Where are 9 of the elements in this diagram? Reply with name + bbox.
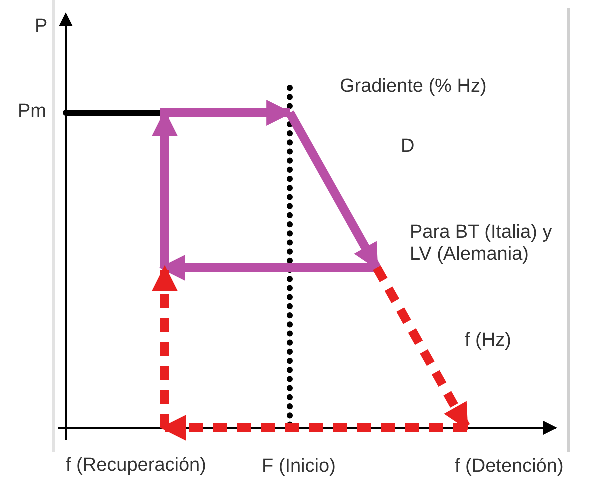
- annotation: D: [401, 136, 415, 158]
- axis-label: F (Inicio): [262, 456, 336, 478]
- axis-label: Pm: [18, 101, 46, 123]
- axis-label: f (Hz): [465, 330, 512, 352]
- annotation: Para BT (Italia) y LV (Alemania): [410, 222, 554, 266]
- axis-label: f (Recuperación): [66, 455, 206, 477]
- annotation: Gradiente (% Hz): [340, 76, 487, 98]
- axis-label: f (Detención): [455, 456, 564, 478]
- axis-label: P: [35, 16, 48, 38]
